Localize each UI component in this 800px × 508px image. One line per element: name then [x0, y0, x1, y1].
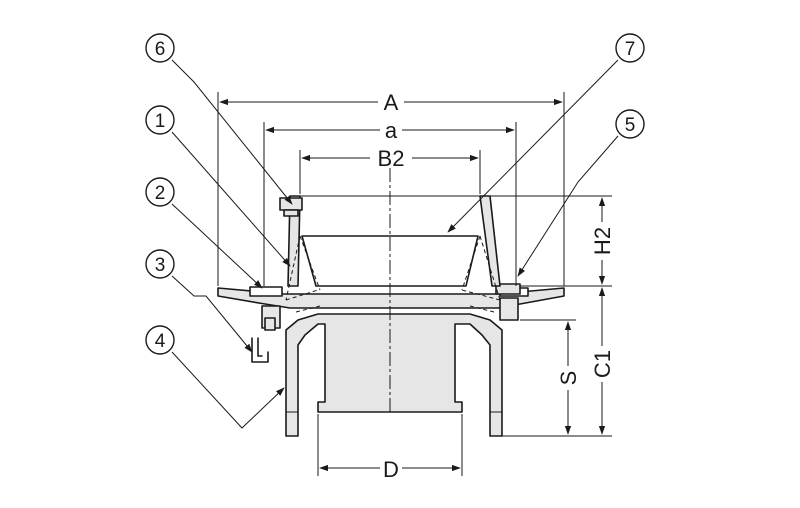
balloon-3: 3 — [145, 249, 175, 279]
svg-text:4: 4 — [155, 331, 166, 352]
dim-label-C1: C1 — [590, 350, 615, 378]
balloon-2: 2 — [145, 177, 175, 207]
top-bolt-left — [279, 197, 303, 217]
svg-text:6: 6 — [155, 39, 166, 60]
extension-lines — [217, 92, 612, 476]
cone-dashed-lines — [285, 235, 501, 313]
balloon-7: 7 — [615, 33, 645, 63]
svg-text:3: 3 — [155, 255, 166, 276]
svg-text:2: 2 — [155, 183, 166, 204]
dim-label-H2: H2 — [590, 227, 615, 255]
dim-label-D: D — [383, 457, 399, 482]
dim-label-a: a — [385, 118, 398, 143]
leader-lines — [171, 59, 619, 429]
dim-label-S: S — [556, 371, 581, 386]
balloon-4: 4 — [145, 325, 175, 355]
svg-text:1: 1 — [155, 111, 166, 132]
balloon-1: 1 — [145, 105, 175, 135]
svg-text:7: 7 — [625, 39, 636, 60]
drain-body — [285, 313, 503, 437]
clamp-bolt-left — [251, 305, 281, 363]
svg-text:5: 5 — [625, 115, 636, 136]
balloon-6: 6 — [145, 33, 175, 63]
dim-label-B2: B2 — [378, 146, 405, 171]
dim-label-A: A — [384, 90, 399, 115]
balloon-5: 5 — [615, 109, 645, 139]
clamp-bolt-right — [495, 283, 521, 321]
